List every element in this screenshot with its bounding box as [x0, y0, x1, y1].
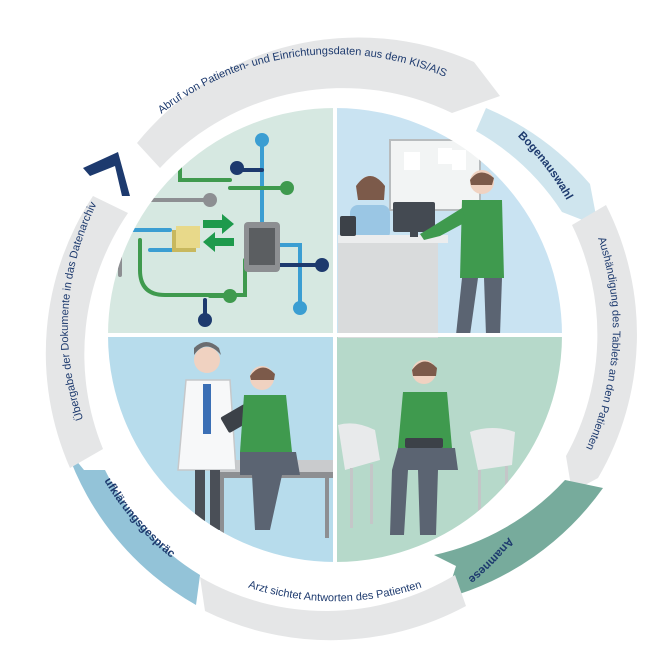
- patient-tablet-icon: [338, 360, 515, 535]
- navy-chevron-icon: [83, 152, 130, 196]
- ring-segment-anamnese: [434, 480, 603, 598]
- label-arzt: Arzt sichtet Antworten des Patienten: [247, 579, 423, 604]
- ring-segment-uebergabe: [45, 196, 128, 468]
- network-nodes: [172, 133, 329, 327]
- inner-circle: [105, 105, 565, 565]
- ring-segment-bogenauswahl: [476, 108, 598, 226]
- process-ring: [45, 37, 637, 641]
- ring-segment-abruf: [137, 37, 500, 168]
- reception-desk-icon: [338, 139, 504, 338]
- ring-segment-aufklaerung: [66, 448, 200, 605]
- ring-segment-aushaendigung: [566, 205, 637, 492]
- ring-segment-arzt: [200, 575, 466, 641]
- doctor-patient-icon: [177, 342, 335, 538]
